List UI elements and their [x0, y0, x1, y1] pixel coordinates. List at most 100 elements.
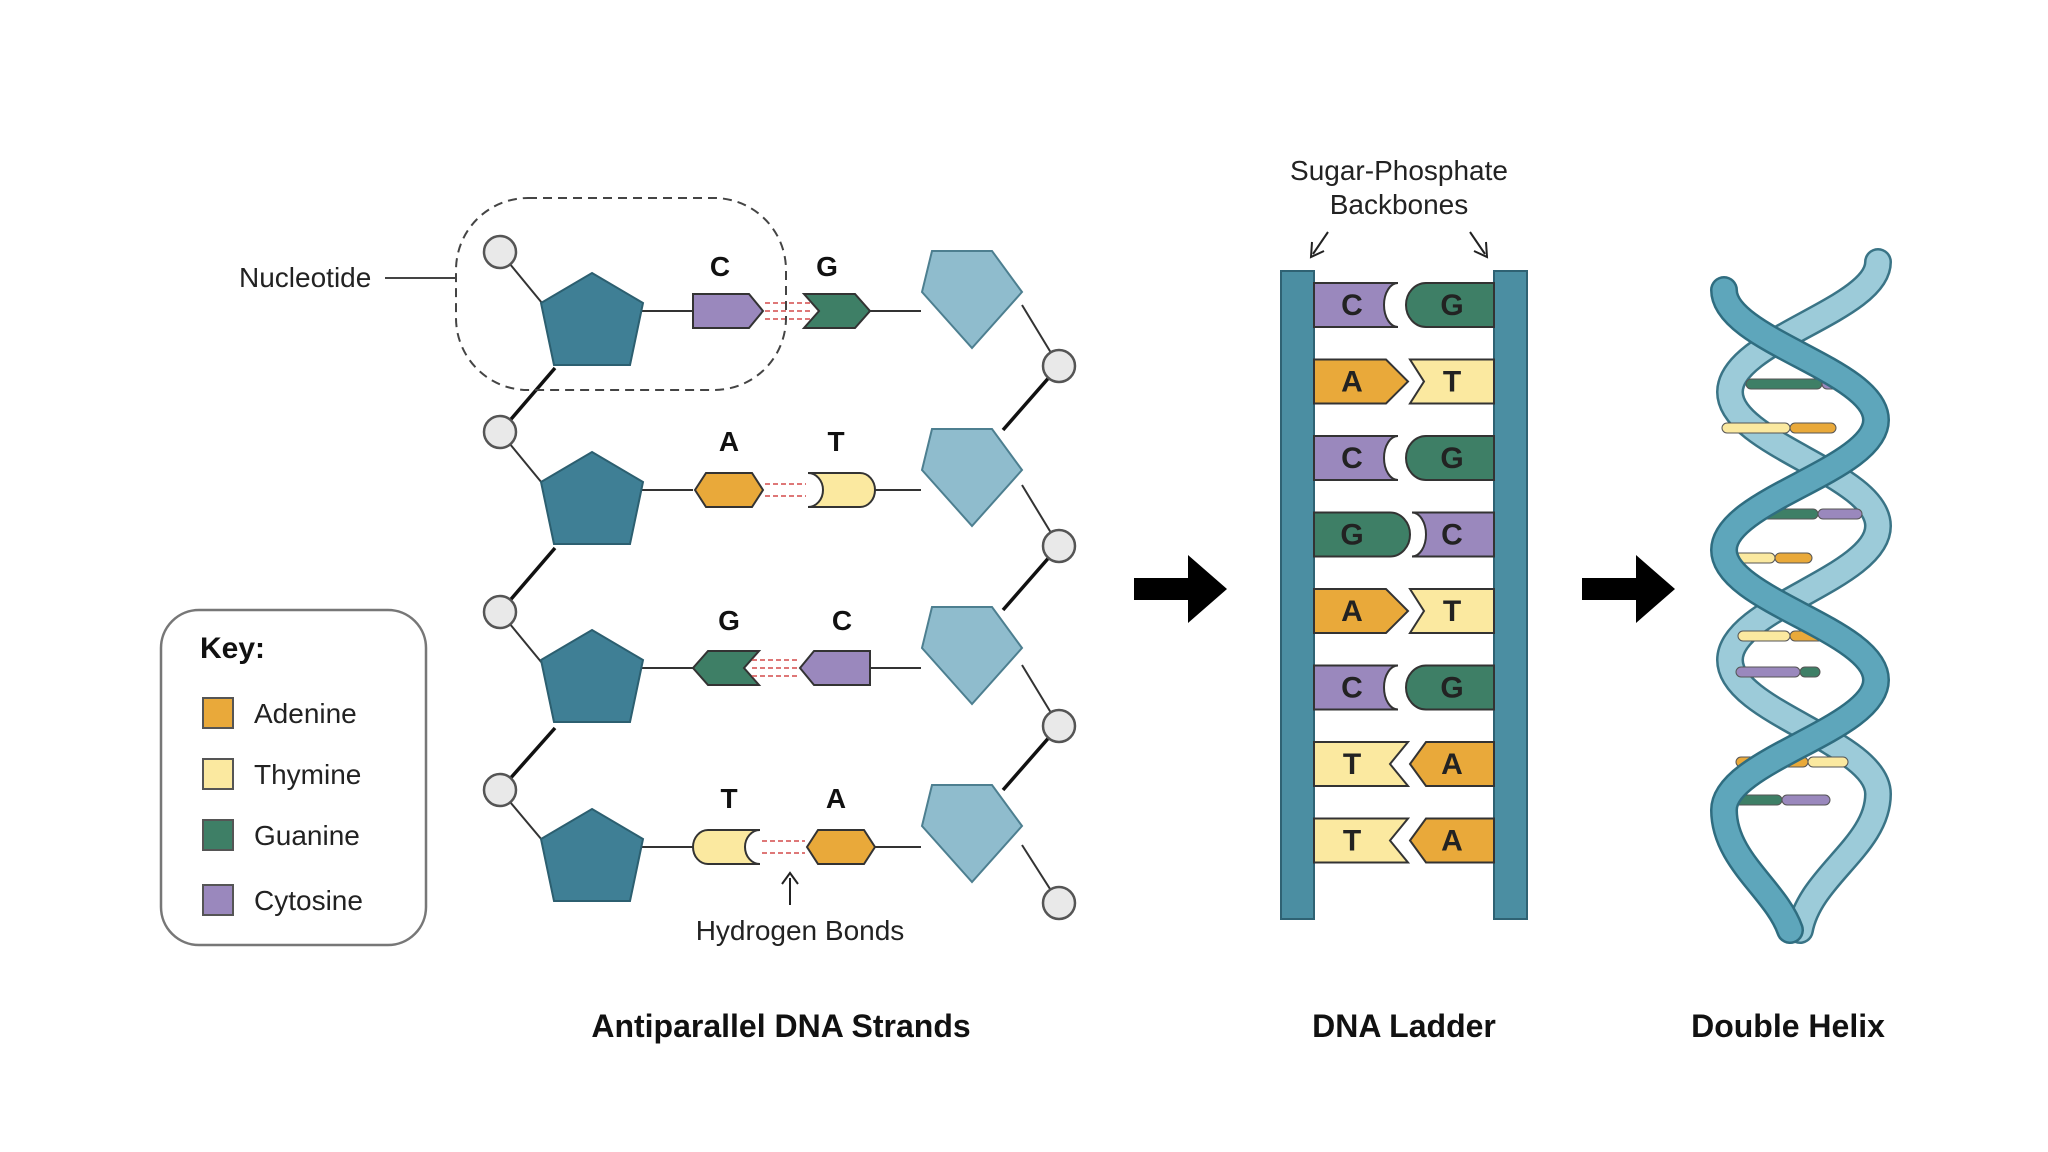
hydrogen-bonds-arrow-head [781, 871, 799, 885]
cytosine-base [692, 293, 765, 329]
base-pair-1: C G [692, 251, 872, 329]
guanine-base [801, 293, 872, 329]
sugar-pentagon [920, 784, 1024, 884]
helix-title: Double Helix [1691, 1008, 1885, 1044]
ladder-base-letter: C [1341, 442, 1363, 475]
phosphate-circle [482, 414, 518, 450]
helix-strand-back-fill [1718, 250, 1890, 942]
key-box [159, 608, 428, 947]
ladder-base-letter: T [1443, 595, 1461, 628]
key-label-guanine: Guanine [254, 820, 360, 851]
phosphate-circle [1041, 348, 1077, 384]
backbone-pointer-right-head [1473, 241, 1489, 259]
ladder-title: DNA Ladder [1312, 1008, 1496, 1044]
base-pair-2: A T [693, 426, 876, 508]
hydrogen-bond-lines [752, 659, 798, 677]
helix-rungs [1721, 378, 1863, 806]
cytosine-base [1411, 511, 1495, 558]
base-letter: A [826, 783, 846, 814]
guanine-base [1313, 511, 1411, 558]
helix-base [1817, 508, 1863, 520]
phosphate-circle [482, 772, 518, 808]
nucleotide-outline [455, 197, 787, 391]
right-phosphates [1041, 348, 1077, 921]
ladder-base-letter: C [1341, 289, 1363, 322]
phosphate-circle [1041, 528, 1077, 564]
backbones-label-line2: Backbones [1330, 189, 1469, 220]
sugar-pentagon [539, 271, 645, 366]
ladder-base-letter: G [1440, 289, 1463, 322]
sugar-pentagon [920, 250, 1024, 350]
guanine-base [691, 650, 762, 686]
key-label-cytosine: Cytosine [254, 885, 363, 916]
base-letter: C [710, 251, 730, 282]
key-swatch-guanine [202, 819, 234, 851]
base-letter: C [832, 605, 852, 636]
key-label-adenine: Adenine [254, 698, 357, 729]
thymine-base [1408, 588, 1495, 634]
ladder-base-letter: C [1441, 519, 1463, 552]
guanine-base [1405, 435, 1495, 481]
phosphate-circle [1041, 708, 1077, 744]
antiparallel-strands: C G A T G C [239, 197, 1077, 1044]
sugar-pentagon [920, 606, 1024, 706]
strands-title: Antiparallel DNA Strands [591, 1008, 970, 1044]
hydrogen-bond-lines [765, 483, 806, 497]
key-swatch-cytosine [202, 884, 234, 916]
sugar-pentagon [539, 450, 645, 545]
ladder-base-letter: A [1441, 748, 1463, 781]
base-letter: A [719, 426, 739, 457]
adenine-base [1313, 358, 1410, 405]
adenine-base [1313, 588, 1410, 634]
left-sugars [539, 271, 645, 902]
sugar-pentagon [920, 428, 1024, 528]
helix-base [1807, 756, 1849, 768]
ladder-base-letter: A [1441, 825, 1463, 858]
thymine-base [1313, 817, 1411, 864]
key-legend: Key: Adenine Thymine Guanine Cytosine [159, 608, 428, 947]
hydrogen-bonds-label: Hydrogen Bonds [696, 915, 905, 946]
phosphate-circle [482, 594, 518, 630]
ladder-base-letter: A [1341, 366, 1363, 399]
helix-strand-front-fill [1712, 278, 1888, 942]
helix-base [1737, 630, 1791, 642]
key-swatch-thymine [202, 758, 234, 790]
adenine-base [693, 472, 765, 508]
helix-base [1721, 422, 1791, 434]
double-helix [1709, 248, 1893, 944]
thymine-base [1313, 741, 1411, 787]
adenine-base [1408, 741, 1495, 787]
phosphate-circle [482, 234, 518, 270]
hydrogen-bond-lines [762, 840, 805, 854]
backbones-label-line1: Sugar-Phosphate [1290, 155, 1508, 186]
arrow-right-icon [1134, 555, 1227, 623]
ladder-base-letter: T [1343, 825, 1361, 858]
key-title: Key: [200, 632, 265, 665]
cytosine-base [798, 650, 871, 686]
backbone-rail-right [1493, 270, 1528, 920]
thymine-base [807, 472, 876, 508]
helix-base [1789, 422, 1837, 434]
ladder-base-letter: G [1440, 442, 1463, 475]
backbone-pointer-left [1312, 231, 1329, 255]
sugar-base-connectors [640, 310, 921, 848]
cytosine-base [1313, 282, 1399, 328]
guanine-base [1405, 664, 1495, 711]
backbone-pointer-right [1469, 231, 1486, 255]
key-swatch-adenine [202, 697, 234, 729]
ladder-base-letter: T [1343, 748, 1361, 781]
backbone-rail-left [1280, 270, 1315, 920]
base-pair-4: T A [692, 783, 877, 865]
phosphate-circle [1041, 885, 1077, 921]
adenine-base [805, 829, 877, 865]
key-label-thymine: Thymine [254, 759, 361, 790]
